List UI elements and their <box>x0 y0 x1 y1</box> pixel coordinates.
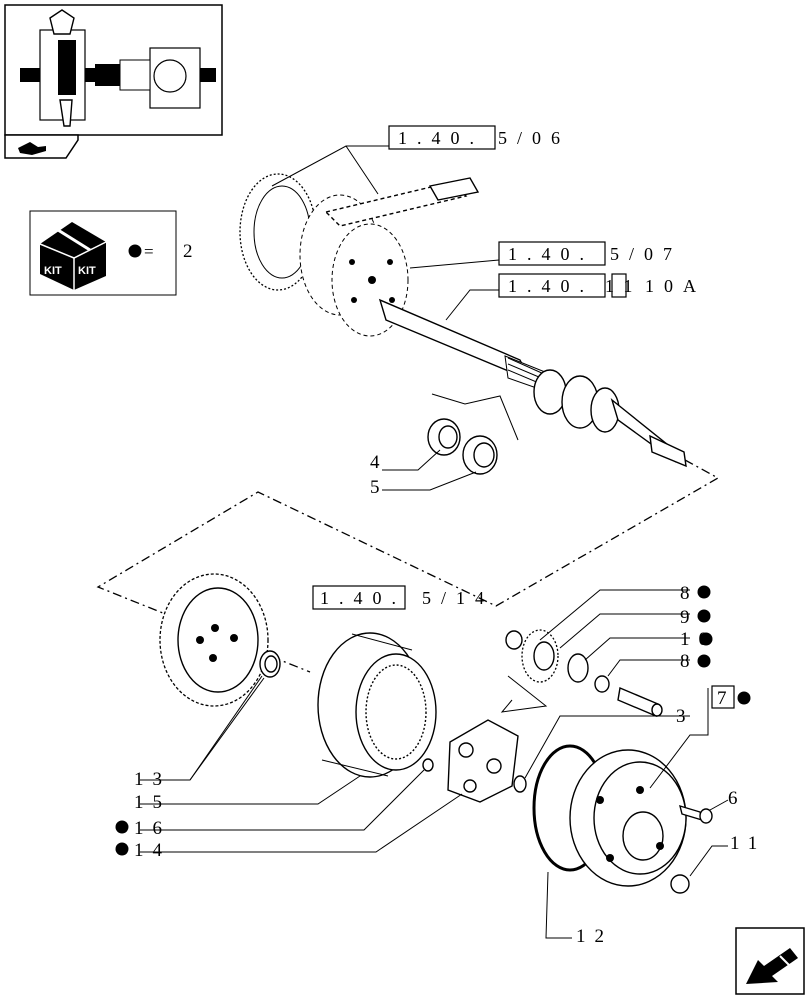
ring-gear-15 <box>317 632 437 778</box>
callout-13: 13 <box>134 769 171 790</box>
callout-8-top: 8 <box>680 583 699 604</box>
ref-main-text: 1.40. <box>508 276 594 296</box>
callout-14: 14 <box>134 840 171 861</box>
washer-8b <box>594 675 610 693</box>
axle-assembly-thumbnail <box>20 9 216 127</box>
universal-joint <box>533 369 687 468</box>
planetary-cover <box>569 749 687 887</box>
callout-7-box <box>711 685 735 709</box>
kit-label-right: KIT <box>78 265 96 277</box>
thrust-washer-3 <box>513 775 527 793</box>
ref-1-40-5-07[interactable]: 1.40. 5/07 <box>498 241 682 266</box>
pin-16 <box>422 758 434 772</box>
seal-ring-4 <box>427 418 461 456</box>
ref-tail-text: 5/14 <box>422 588 494 608</box>
ref-tail-text: 10A <box>645 276 706 296</box>
kit-label-left: KIT <box>44 265 62 277</box>
kit-bullet-8-bottom <box>697 654 711 668</box>
callout-4: 4 <box>370 452 389 473</box>
differential-crown-wheel <box>239 173 409 337</box>
kit-quantity: 2 <box>183 241 193 262</box>
planet-carrier-14 <box>447 719 519 803</box>
callout-10: 10 <box>680 629 717 650</box>
needle-bearing-10 <box>567 653 589 683</box>
ref-tail-text: 5/07 <box>610 244 682 264</box>
ref-1-40-11-10a[interactable]: 1.40. 11 10A <box>498 273 706 298</box>
callout-16: 16 <box>134 818 171 839</box>
callout-15: 15 <box>134 792 171 813</box>
ref-main-text: 1.40. <box>320 588 406 608</box>
half-shaft <box>378 298 549 393</box>
callout-7: 7 <box>717 688 736 709</box>
ref-1-40-5-06[interactable]: 1.40. 5/06 <box>388 125 570 150</box>
ref-main-text: 1.40. <box>508 244 594 264</box>
pinion-shaft <box>324 177 480 227</box>
washer-8a <box>505 630 523 650</box>
callout-3: 3 <box>676 706 695 727</box>
planet-gear-9 <box>521 629 559 683</box>
kit-bullet-10 <box>699 632 713 646</box>
ref-tail-text: 5/06 <box>498 128 570 148</box>
kit-legend: KIT KIT = 2 <box>29 210 193 296</box>
overview-thumbnail[interactable] <box>4 4 223 136</box>
kit-bullet-16 <box>115 820 129 834</box>
snap-ring-13 <box>259 650 281 678</box>
callout-12: 12 <box>576 926 613 947</box>
kit-bullet <box>128 244 142 258</box>
arrow-icon <box>746 948 798 984</box>
seal-ring-5 <box>462 435 498 475</box>
callout-5: 5 <box>370 477 389 498</box>
kit-bullet-7 <box>737 691 751 705</box>
kit-bullet-14 <box>115 842 129 856</box>
planet-pin-7 <box>617 687 663 717</box>
ref-mid-text: 11 <box>605 276 642 296</box>
kit-bullet-8-top <box>697 585 711 599</box>
hand-pointer-icon <box>18 142 46 155</box>
kit-bullet-9 <box>697 609 711 623</box>
callout-11: 11 <box>730 833 766 854</box>
next-page-button[interactable] <box>735 927 805 995</box>
screw-6 <box>679 804 713 824</box>
callout-9: 9 <box>680 607 699 628</box>
kit-box-icon: KIT KIT <box>39 222 107 290</box>
plug-11 <box>670 874 690 894</box>
ref-1-40-5-14[interactable]: 1.40. 5/14 <box>312 585 494 610</box>
ref-main-text: 1.40. <box>398 128 484 148</box>
sun-gear-13 <box>159 573 269 707</box>
callout-6: 6 <box>728 788 747 809</box>
callout-8-bottom: 8 <box>680 651 699 672</box>
previous-page-tab[interactable] <box>4 134 79 159</box>
kit-equals: = <box>144 242 154 261</box>
